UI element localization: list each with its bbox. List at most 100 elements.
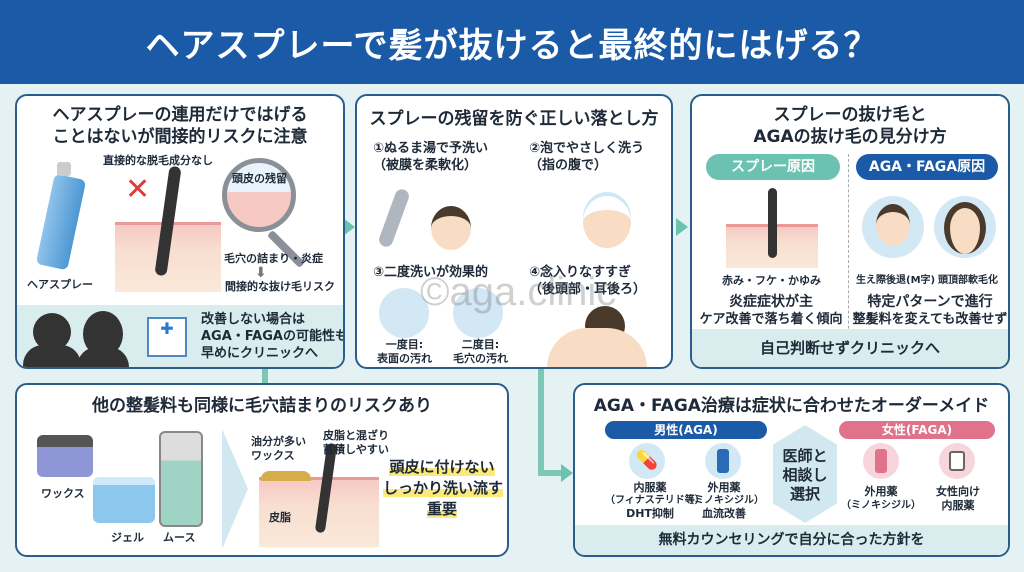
connector-line xyxy=(538,470,562,476)
step-note: （指の腹で） xyxy=(529,158,608,173)
label-line: ワックス xyxy=(251,449,295,462)
panel-title: スプレーの抜け毛と AGAの抜け毛の見分け方 xyxy=(692,104,1008,148)
conclusion-line: しっかり洗い流す xyxy=(383,479,504,497)
label-line: 皮脂と混ざり xyxy=(323,429,389,442)
page-title: ヘアスプレーで髪が抜けると最終的にはげる？ xyxy=(145,25,879,66)
advice-line: 早めにクリニックへ xyxy=(201,346,319,361)
panel-washing-method: スプレーの残留を防ぐ正しい落とし方 ①ぬるま湯で予洗い （被膜を柔軟化） ②泡で… xyxy=(355,94,673,369)
step-2: ②泡でやさしく洗う （指の腹で） xyxy=(529,140,644,174)
header-banner: ヘアスプレーで髪が抜けると最終的にはげる？ xyxy=(0,0,1024,84)
panel-treatment: AGA・FAGA治療は症状に合わせたオーダーメイド 男性(AGA) 女性(FAG… xyxy=(573,383,1010,557)
label-line: 表面の汚れ xyxy=(377,352,432,365)
summary-line: ケア改善で落ち着く傾向 xyxy=(699,312,843,327)
advice-band: ✚ 改善しない場合は AGA・FAGAの可能性も 早めにクリニックへ xyxy=(17,305,343,367)
silhouette-body xyxy=(23,345,81,367)
male-topical-label: 外用薬 （ミノキシジル） 血流改善 xyxy=(681,481,767,520)
label-line: DHT抑制 xyxy=(626,507,674,520)
panel-title: スプレーの残留を防ぐ正しい落とし方 xyxy=(369,109,659,129)
divider xyxy=(848,154,849,364)
person-foam-washing-icon xyxy=(583,196,631,248)
wax-label: ワックス xyxy=(41,487,85,500)
label-line: 内服薬 xyxy=(941,499,975,512)
label-line: 女性向け xyxy=(936,485,980,498)
mousse-bottle-icon xyxy=(159,431,203,527)
label-line: 相談し xyxy=(782,466,828,484)
person-rinsing-icon xyxy=(431,206,471,250)
arrow-right-icon xyxy=(343,218,355,236)
hair-strand-icon xyxy=(768,188,777,258)
female-oral-bottle-icon xyxy=(939,443,975,479)
conclusion-line: 重要 xyxy=(426,500,457,518)
female-pattern-label: 頭頂部軟毛化 xyxy=(938,275,998,286)
advice-line: AGA・FAGAの可能性も xyxy=(201,329,345,344)
male-oral-label: 内服薬 （フィナステリド等） DHT抑制 xyxy=(605,481,705,520)
footer-band: 無料カウンセリングで自分に合った方針を xyxy=(575,525,1008,555)
step-4: ④念入りなすすぎ （後頭部・耳後ろ） xyxy=(529,264,646,298)
panel-indirect-risk: ヘアスプレーの連用だけではげる ことはないが間接的リスクに注意 直接的な脱毛成分… xyxy=(15,94,345,369)
spray-label: ヘアスプレー xyxy=(27,278,93,291)
step-label: ④念入りなすすぎ xyxy=(529,265,632,280)
connector-line xyxy=(262,366,268,386)
cross-icon: ✕ xyxy=(125,172,151,207)
female-topical-label: 外用薬 （ミノキシジル） xyxy=(841,485,921,513)
pill-capsule-icon: 💊 xyxy=(629,443,665,479)
step-1: ①ぬるま湯で予洗い （被膜を柔軟化） xyxy=(373,140,488,174)
conclusion-line: 頭皮に付けない xyxy=(389,458,495,476)
spray-can-icon xyxy=(35,173,87,271)
label-line: 二度目: xyxy=(461,338,500,351)
left-symptoms: 赤み・フケ・かゆみ xyxy=(722,274,821,287)
topical-bottle-icon xyxy=(705,443,741,479)
panel-title: AGA・FAGA治療は症状に合わせたオーダーメイド xyxy=(593,396,990,416)
label-line: 医師と xyxy=(782,447,828,465)
label-line: 内服薬 xyxy=(633,481,667,494)
step-label: ②泡でやさしく洗う xyxy=(529,141,645,156)
step-note: （被膜を柔軟化） xyxy=(373,158,478,173)
label-line: （ミノキシジル） xyxy=(684,495,764,506)
first-wash-icon xyxy=(379,288,429,338)
spray-cause-pill: スプレー原因 xyxy=(706,154,840,180)
oily-wax-label: 油分が多い ワックス xyxy=(251,435,306,463)
title-line: ヘアスプレーの連用だけではげる xyxy=(52,105,308,125)
first-wash-label: 一度目: 表面の汚れ xyxy=(377,338,432,366)
label-line: 外用薬 xyxy=(864,485,898,498)
conclusion-text: 頭皮に付けない しっかり洗い流す 重要 xyxy=(383,457,504,520)
shower-head-icon xyxy=(377,187,411,249)
gel-jar-icon xyxy=(93,477,155,523)
panel-title: ヘアスプレーの連用だけではげる ことはないが間接的リスクに注意 xyxy=(17,104,343,148)
no-direct-label: 直接的な脱毛成分なし xyxy=(103,154,213,167)
footer-band: 自己判断せずクリニックへ xyxy=(692,329,1008,367)
spray-nozzle-icon xyxy=(57,162,71,176)
title-line: AGAの抜け毛の見分け方 xyxy=(753,127,947,147)
man-silhouette-icon xyxy=(33,313,71,351)
connector-line xyxy=(538,366,544,474)
sebum-label: 皮脂 xyxy=(269,511,291,524)
magnifier-label: 頭皮の残留 xyxy=(232,172,287,185)
label-line: 一度目: xyxy=(385,338,424,351)
clinic-building-icon: ✚ xyxy=(147,317,187,357)
double-arrow-icon xyxy=(773,425,837,523)
label-line: 外用薬 xyxy=(707,481,741,494)
female-crown-icon xyxy=(934,196,996,258)
label-line: 血流改善 xyxy=(702,507,746,520)
arrow-right-icon xyxy=(676,218,688,236)
male-aga-pill: 男性(AGA) xyxy=(605,421,767,439)
right-summary: 特定パターンで進行 整髪料を変えても改善せず xyxy=(852,294,1008,328)
chevron-right-icon xyxy=(222,429,248,549)
advice-line: 改善しない場合は xyxy=(201,312,306,327)
mousse-label: ムース xyxy=(163,531,196,544)
male-pattern-label: 生え際後退(M字) xyxy=(856,275,936,286)
summary-line: 特定パターンで進行 xyxy=(867,294,993,310)
female-oral-label: 女性向け 内服薬 xyxy=(923,485,993,513)
label-line: 毛穴の汚れ xyxy=(453,352,508,365)
second-wash-icon xyxy=(453,288,503,338)
label-line: 油分が多い xyxy=(251,435,306,448)
arrow-right-icon xyxy=(561,464,573,482)
gel-label: ジェル xyxy=(111,531,144,544)
female-faga-pill: 女性(FAGA) xyxy=(839,421,995,439)
step-3: ③二度洗いが効果的 xyxy=(373,265,489,280)
advice-text: 改善しない場合は AGA・FAGAの可能性も 早めにクリニックへ xyxy=(201,311,345,362)
watermark: ©aga.clinic xyxy=(420,270,617,314)
label-line: 選択 xyxy=(789,485,820,503)
step-label: ①ぬるま湯で予洗い xyxy=(373,141,489,156)
silhouette-body xyxy=(77,347,129,367)
